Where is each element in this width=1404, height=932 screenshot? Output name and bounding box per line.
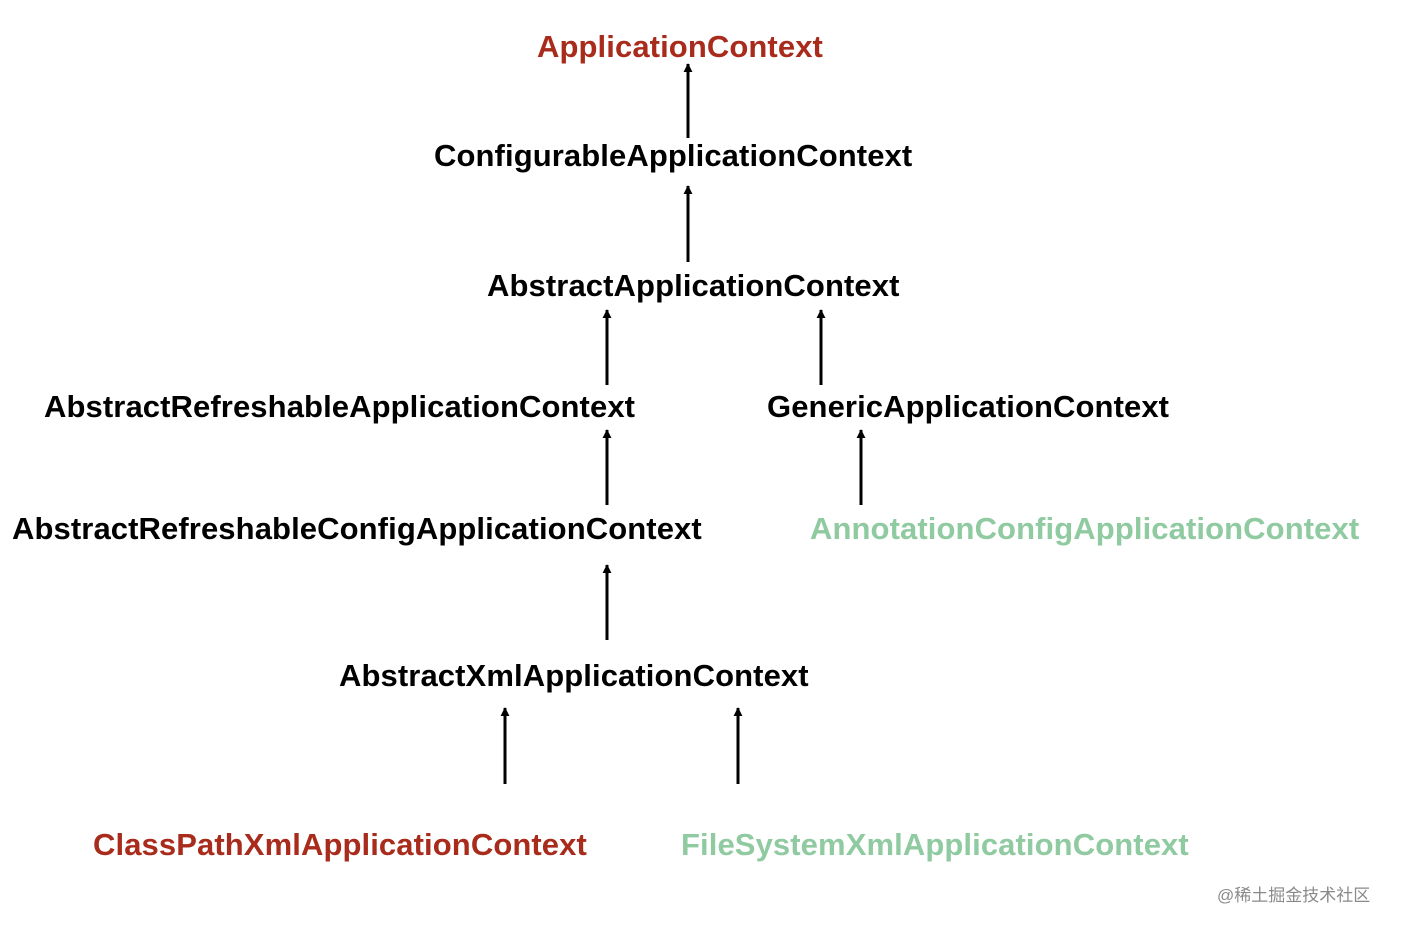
node-annotation-config-application-context: AnnotationConfigApplicationContext	[810, 511, 1360, 546]
node-file-system-xml-application-context: FileSystemXmlApplicationContext	[681, 827, 1189, 862]
node-class-path-xml-application-context: ClassPathXmlApplicationContext	[93, 827, 587, 862]
node-abstract-xml-application-context: AbstractXmlApplicationContext	[339, 658, 809, 693]
watermark: @稀土掘金技术社区	[1217, 886, 1371, 905]
node-application-context: ApplicationContext	[537, 29, 823, 64]
node-abstract-application-context: AbstractApplicationContext	[487, 268, 900, 303]
node-generic-application-context: GenericApplicationContext	[767, 389, 1170, 424]
node-abstract-refreshable-config-application-context: AbstractRefreshableConfigApplicationCont…	[12, 511, 702, 546]
node-abstract-refreshable-application-context: AbstractRefreshableApplicationContext	[44, 389, 636, 424]
node-configurable-application-context: ConfigurableApplicationContext	[434, 138, 913, 173]
